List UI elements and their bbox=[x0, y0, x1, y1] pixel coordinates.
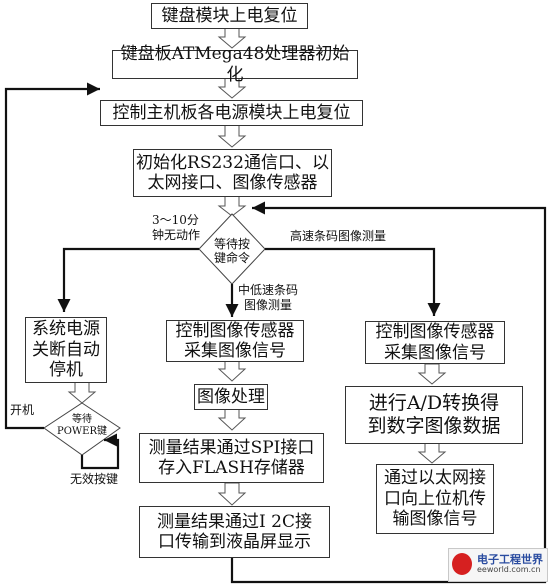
hollow-arrow-1 bbox=[217, 27, 247, 49]
power-on-loop-line bbox=[4, 82, 100, 430]
capture-high-box: 控制图像传感器 采集图像信号 bbox=[365, 321, 505, 364]
wait-power-label: 等待 POWER键 bbox=[56, 414, 108, 437]
hollow-arrow-3 bbox=[217, 124, 247, 148]
site-watermark: 电子工程世界 eeworld.com.cn bbox=[448, 548, 548, 582]
mid-low-speed-label: 中低速条码 图像测量 bbox=[238, 283, 299, 312]
shutdown-box: 系统电源 关断自动 停机 bbox=[25, 317, 107, 383]
image-process-box: 图像处理 bbox=[194, 384, 268, 410]
hollow-arrow-mid-2 bbox=[217, 408, 247, 431]
high-speed-label: 高速条码图像测量 bbox=[290, 229, 387, 243]
power-reset-box: 控制主机板各电源模块上电复位 bbox=[100, 100, 363, 126]
invalid-key-label: 无效按键 bbox=[70, 472, 119, 486]
hollow-arrow-4 bbox=[217, 194, 247, 217]
hollow-arrow-2 bbox=[217, 77, 247, 99]
branch-right-line bbox=[265, 247, 441, 316]
return-loop-line bbox=[230, 201, 547, 584]
site-logo-icon bbox=[452, 553, 472, 575]
atmega-init-box: 键盘板ATMega48处理器初始化 bbox=[112, 44, 358, 85]
store-flash-box: 测量结果通过SPI接口 存入FLASH存储器 bbox=[139, 433, 324, 483]
ethernet-upload-box: 通过以太网接 口向上位机传 输图像信号 bbox=[376, 464, 494, 534]
power-on-label: 开机 bbox=[10, 403, 35, 417]
hollow-arrow-right-1 bbox=[417, 363, 447, 385]
hollow-arrow-left bbox=[67, 381, 97, 404]
watermark-title: 电子工程世界 bbox=[477, 553, 543, 566]
port-init-box: 初始化RS232通信口、以 太网接口、图像传感器 bbox=[133, 149, 332, 197]
invalid-key-loop-line bbox=[80, 433, 120, 470]
hollow-arrow-mid-3 bbox=[217, 482, 247, 506]
hollow-arrow-mid-1 bbox=[217, 359, 247, 382]
wait-command-label: 等待按 键命令 bbox=[213, 237, 250, 266]
capture-mid-box: 控制图像传感器 采集图像信号 bbox=[166, 320, 304, 362]
ad-convert-box: 进行A/D转换得 到数字图像数据 bbox=[345, 386, 523, 444]
watermark-url: eeworld.com.cn bbox=[477, 565, 541, 574]
idle-timeout-label: 3～10分 钟无动作 bbox=[152, 213, 201, 242]
hollow-arrow-right-2 bbox=[417, 442, 447, 464]
branch-left-line bbox=[57, 247, 199, 312]
keyboard-reset-box: 键盘模块上电复位 bbox=[151, 3, 308, 29]
i2c-display-box: 测量结果通过I 2C接 口传输到液晶屏显示 bbox=[139, 506, 330, 558]
